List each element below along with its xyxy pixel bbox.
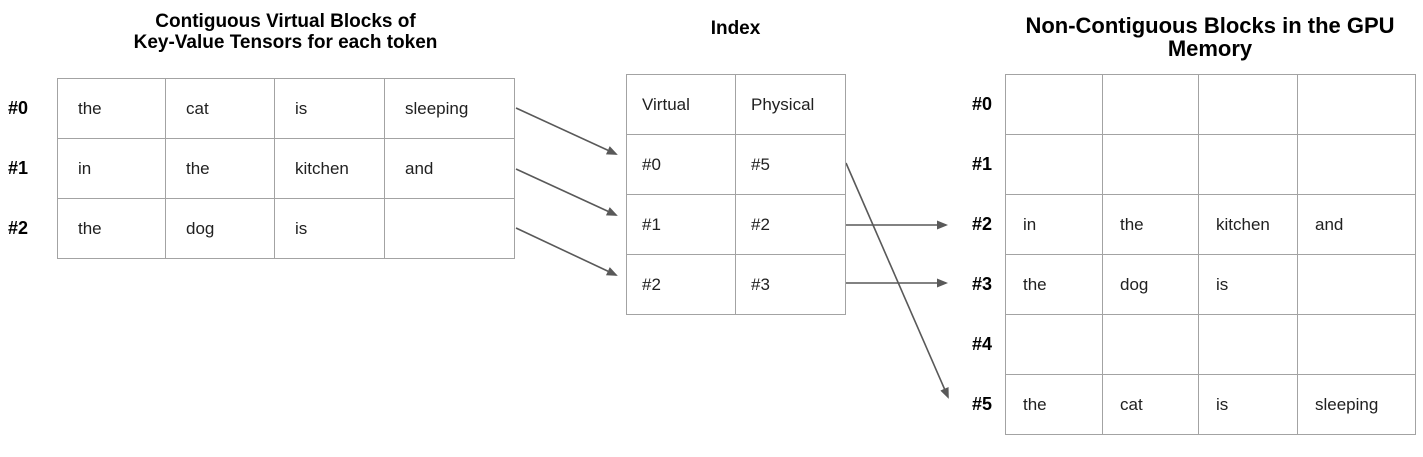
gpu-memory-table: in the kitchen and the dog is the cat is…: [1005, 74, 1416, 435]
index-row-0: #0 #5: [626, 134, 846, 195]
arrow-virtual0-to-index0: [515, 107, 618, 155]
virtual-cell: the: [57, 78, 166, 139]
index-row-2: #2 #3: [626, 254, 846, 315]
index-cell: #1: [626, 194, 736, 255]
index-cell: #0: [626, 134, 736, 195]
index-header-physical: Physical: [735, 74, 846, 135]
gpu-cell: is: [1198, 374, 1298, 435]
gpu-row-label-2: #2: [971, 214, 992, 234]
gpu-row-label-4: #4: [971, 334, 992, 354]
virtual-cell: sleeping: [384, 78, 515, 139]
gpu-cell: [1297, 314, 1416, 375]
gpu-cell: the: [1102, 194, 1199, 255]
virtual-blocks-title-line1: Contiguous Virtual Blocks of: [155, 11, 416, 32]
gpu-cell: the: [1005, 374, 1103, 435]
virtual-blocks-title-line2: Key-Value Tensors for each token: [133, 32, 438, 53]
gpu-cell: [1297, 134, 1416, 195]
virtual-row-label-2: #2: [7, 218, 28, 238]
gpu-cell: and: [1297, 194, 1416, 255]
gpu-row-0: [1005, 74, 1416, 135]
index-row-1: #1 #2: [626, 194, 846, 255]
gpu-row-3: the dog is: [1005, 254, 1416, 315]
gpu-row-5: the cat is sleeping: [1005, 374, 1416, 435]
index-table: Virtual Physical #0 #5 #1 #2 #2 #3: [626, 74, 846, 315]
gpu-cell: [1198, 314, 1298, 375]
gpu-memory-title: Non-Contiguous Blocks in the GPU Memory: [1025, 13, 1395, 61]
gpu-cell: [1198, 74, 1298, 135]
gpu-cell: kitchen: [1198, 194, 1298, 255]
gpu-cell: [1005, 74, 1103, 135]
gpu-row-label-0: #0: [971, 94, 992, 114]
virtual-cell: is: [274, 198, 385, 259]
arrow-virtual2-to-index2: [515, 227, 618, 276]
gpu-row-label-3: #3: [971, 274, 992, 294]
virtual-row-label-0: #0: [7, 98, 28, 118]
virtual-cell: kitchen: [274, 138, 385, 199]
gpu-cell: cat: [1102, 374, 1199, 435]
index-title: Index: [710, 18, 761, 39]
arrow-virtual1-to-index1: [515, 168, 618, 216]
gpu-cell: [1005, 314, 1103, 375]
gpu-cell: is: [1198, 254, 1298, 315]
index-cell: #3: [735, 254, 846, 315]
virtual-cell: [384, 198, 515, 259]
gpu-row-4: [1005, 314, 1416, 375]
index-header-virtual: Virtual: [626, 74, 736, 135]
virtual-cell: the: [165, 138, 275, 199]
virtual-row-2: the dog is: [57, 198, 515, 259]
gpu-cell: [1297, 74, 1416, 135]
gpu-cell: dog: [1102, 254, 1199, 315]
gpu-row-1: [1005, 134, 1416, 195]
gpu-cell: the: [1005, 254, 1103, 315]
gpu-row-label-1: #1: [971, 154, 992, 174]
gpu-row-label-5: #5: [971, 394, 992, 414]
gpu-cell: [1198, 134, 1298, 195]
virtual-row-1: in the kitchen and: [57, 138, 515, 199]
index-cell: #5: [735, 134, 846, 195]
index-header-row: Virtual Physical: [626, 74, 846, 135]
gpu-cell: [1297, 254, 1416, 315]
gpu-row-2: in the kitchen and: [1005, 194, 1416, 255]
virtual-cell: in: [57, 138, 166, 199]
virtual-cell: cat: [165, 78, 275, 139]
gpu-cell: [1102, 314, 1199, 375]
virtual-cell: the: [57, 198, 166, 259]
virtual-blocks-table: the cat is sleeping in the kitchen and t…: [57, 78, 515, 259]
arrow-index0-to-gpu5: [845, 162, 949, 399]
virtual-row-label-1: #1: [7, 158, 28, 178]
virtual-blocks-title: Contiguous Virtual Blocks of Key-Value T…: [57, 11, 514, 53]
virtual-row-0: the cat is sleeping: [57, 78, 515, 139]
index-cell: #2: [735, 194, 846, 255]
gpu-cell: [1102, 134, 1199, 195]
gpu-cell: sleeping: [1297, 374, 1416, 435]
virtual-cell: and: [384, 138, 515, 199]
gpu-cell: in: [1005, 194, 1103, 255]
index-cell: #2: [626, 254, 736, 315]
virtual-cell: dog: [165, 198, 275, 259]
virtual-cell: is: [274, 78, 385, 139]
gpu-cell: [1102, 74, 1199, 135]
gpu-cell: [1005, 134, 1103, 195]
